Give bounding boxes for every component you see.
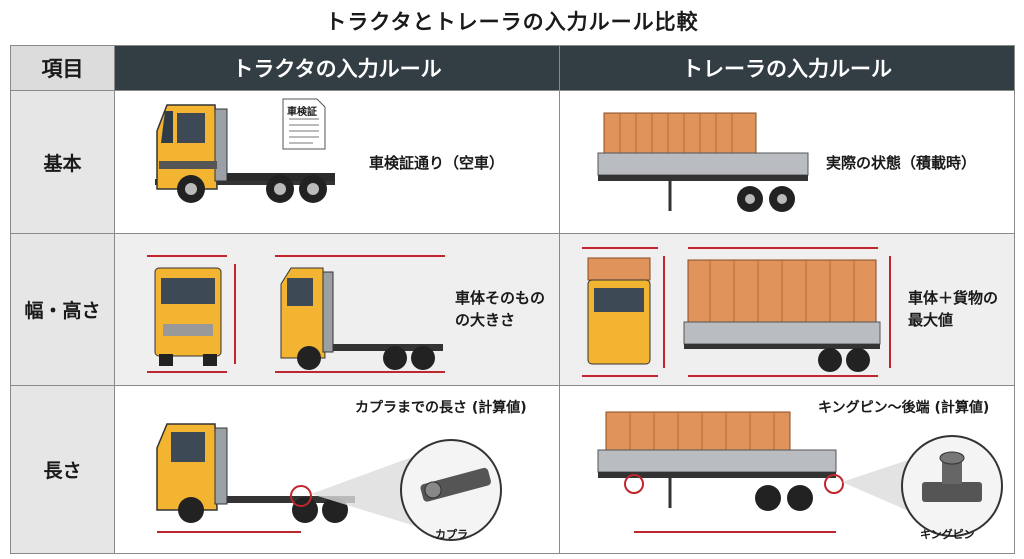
trailer-basic-text: 実際の状態（積載時） bbox=[826, 154, 977, 172]
tractor-length-cell: カプラまでの長さ (計算値) カプラ bbox=[115, 386, 560, 553]
trailer-side-illustration bbox=[597, 112, 809, 212]
tractor-side-illustration bbox=[155, 98, 335, 203]
tractor-dimension-illustration bbox=[147, 255, 445, 373]
comparison-table: 項目 トラクタの入力ルール トレーラの入力ルール 基本 bbox=[10, 45, 1015, 554]
page-title: トラクタとトレーラの入力ルール比較 bbox=[325, 10, 699, 34]
row-label-width-height: 幅・高さ bbox=[11, 234, 115, 385]
document-icon bbox=[282, 98, 326, 150]
trailer-size-cell: 車体＋貨物の 最大値 bbox=[560, 234, 1014, 385]
document-label: 車検証 bbox=[287, 107, 317, 118]
trailer-basic-cell: 実際の状態（積載時） bbox=[560, 91, 1014, 233]
kingpin-callout bbox=[901, 435, 1003, 537]
coupler-label: カプラ bbox=[435, 528, 468, 541]
trailer-size-text-1: 車体＋貨物の bbox=[908, 289, 999, 307]
trailer-dimension-illustration bbox=[582, 247, 891, 377]
trailer-length-illustration bbox=[597, 411, 1003, 537]
tractor-size-cell: 車体そのもの の大きさ bbox=[115, 234, 560, 385]
row-label-basic: 基本 bbox=[11, 91, 115, 233]
row-length: 長さ カプラまでの長さ (計算値) カプラ bbox=[11, 385, 1014, 553]
coupler-callout bbox=[400, 439, 502, 541]
row-width-height: 幅・高さ 車体そのもの の大きさ bbox=[11, 233, 1014, 385]
tractor-length-text: カプラまでの長さ (計算値) bbox=[355, 400, 527, 416]
trailer-length-cell: キングピン〜後端 (計算値) キングピン bbox=[560, 386, 1014, 553]
row-label-length: 長さ bbox=[11, 386, 115, 553]
header-item: 項目 bbox=[11, 46, 115, 90]
header-trailer: トレーラの入力ルール bbox=[560, 46, 1014, 90]
trailer-length-text: キングピン〜後端 (計算値) bbox=[818, 400, 990, 416]
header-tractor: トラクタの入力ルール bbox=[115, 46, 560, 90]
tractor-size-text-2: の大きさ bbox=[455, 311, 516, 329]
tractor-basic-cell: 車検証 車検証通り（空車） bbox=[115, 91, 560, 233]
tractor-basic-text: 車検証通り（空車） bbox=[369, 154, 505, 172]
tractor-length-illustration bbox=[156, 423, 502, 541]
kingpin-label: キングピン bbox=[920, 528, 975, 541]
trailer-size-text-2: 最大値 bbox=[908, 311, 954, 329]
row-basic: 基本 bbox=[11, 90, 1014, 233]
tractor-size-text-1: 車体そのもの bbox=[455, 289, 546, 307]
